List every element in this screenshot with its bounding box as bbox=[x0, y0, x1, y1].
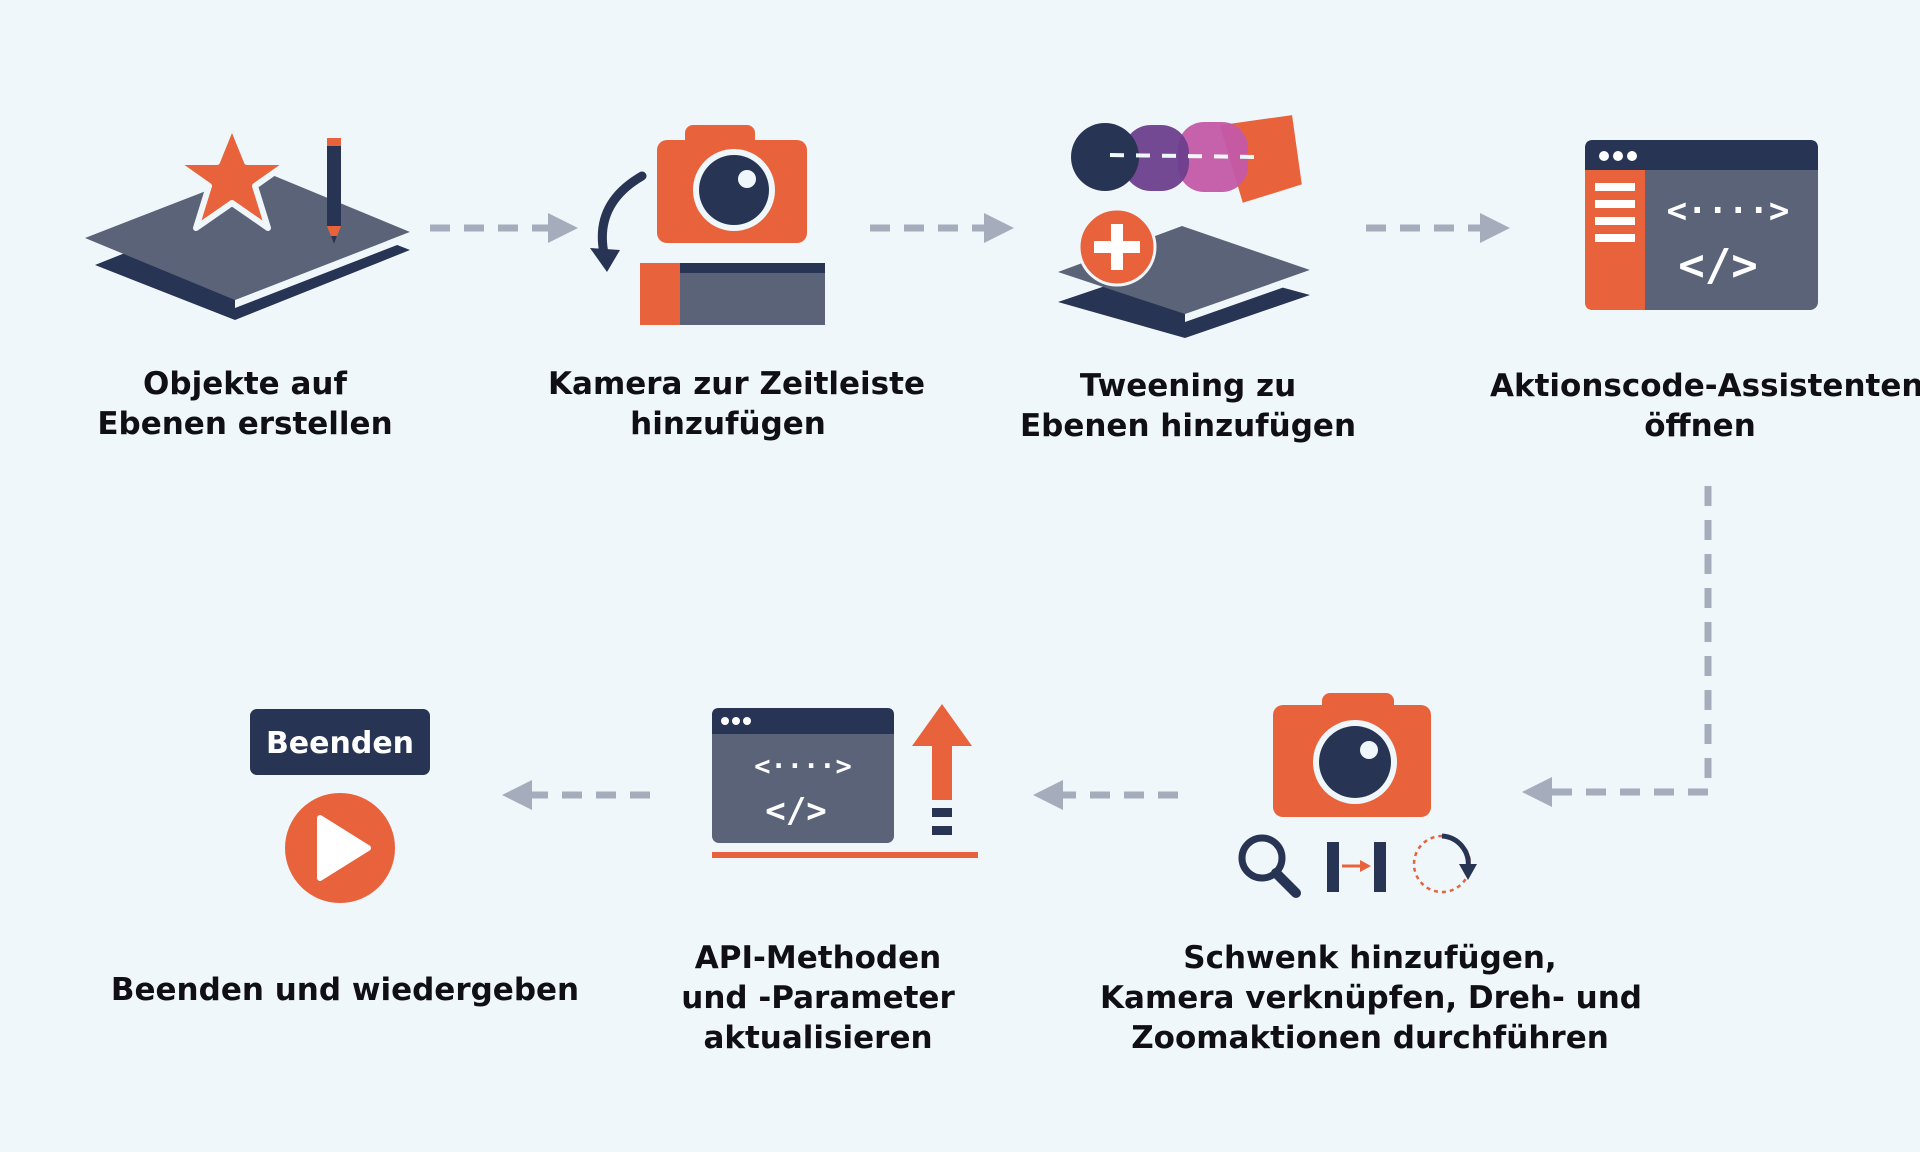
arrow-3-to-4-head bbox=[1480, 213, 1510, 243]
zoom-icon bbox=[1238, 834, 1301, 898]
arrow-5-to-6-head bbox=[1033, 780, 1063, 810]
connector-arrows bbox=[430, 213, 1712, 810]
svg-text:</>: </> bbox=[765, 791, 826, 831]
finish-badge: Beenden bbox=[250, 709, 430, 775]
plus-icon bbox=[1077, 207, 1157, 287]
step-label-line: Ebenen hinzufügen bbox=[1019, 408, 1357, 444]
step-4-label: Aktionscode-Assistenten öffnen bbox=[1490, 366, 1920, 446]
finish-badge-label: Beenden bbox=[266, 726, 414, 761]
step-label-line: hinzufügen bbox=[630, 406, 826, 442]
camera-timeline-icon bbox=[590, 125, 825, 325]
pencil-icon bbox=[327, 138, 341, 244]
layers-star-pencil-icon bbox=[85, 122, 410, 320]
step-label-line: Aktionscode-Assistenten bbox=[1490, 368, 1920, 404]
step-1-label: Objekte auf Ebenen erstellen bbox=[95, 364, 395, 444]
step-7-label: Beenden und wiedergeben bbox=[110, 970, 580, 1010]
arrow-1-to-2-head bbox=[548, 213, 578, 243]
step-5-label: Schwenk hinzufügen, Kamera verknüpfen, D… bbox=[1100, 938, 1642, 1058]
step-label-line: Kamera zur Zeitleiste bbox=[548, 366, 925, 402]
camera-pan-zoom-rotate-icon bbox=[1238, 693, 1477, 898]
arrow-2-to-3-head bbox=[984, 213, 1014, 243]
step-3-label: Tweening zu Ebenen hinzufügen bbox=[1018, 366, 1358, 446]
step-label-line: Tweening zu bbox=[1079, 368, 1297, 404]
step-6-label: API-Methoden und -Parameter aktualisiere… bbox=[660, 938, 976, 1058]
step-label-line: und -Parameter bbox=[681, 980, 955, 1016]
pan-icon bbox=[1327, 842, 1386, 892]
rotate-icon bbox=[1412, 833, 1477, 894]
step-label-line: API-Methoden bbox=[694, 940, 942, 976]
svg-text:<····>: <····> bbox=[1667, 191, 1790, 231]
upload-arrow-icon bbox=[912, 704, 972, 835]
svg-text:<····>: <····> bbox=[754, 751, 852, 782]
step-label-line: Beenden und wiedergeben bbox=[110, 972, 580, 1008]
play-button-icon[interactable] bbox=[285, 793, 395, 903]
svg-text:</>: </> bbox=[1678, 240, 1757, 291]
step-label-line: Schwenk hinzufügen, bbox=[1183, 940, 1557, 976]
step-label-line: Ebenen erstellen bbox=[97, 406, 393, 442]
star-icon bbox=[172, 122, 292, 231]
step-2-label: Kamera zur Zeitleiste hinzufügen bbox=[548, 364, 925, 444]
arrow-6-to-7-head bbox=[502, 780, 532, 810]
arrow-4-to-5-head bbox=[1522, 777, 1552, 807]
step-label-line: öffnen bbox=[1644, 408, 1756, 444]
arrow-4-to-5 bbox=[1550, 486, 1712, 796]
step-label-line: Kamera verknüpfen, Dreh- und bbox=[1100, 980, 1642, 1016]
step-label-line: aktualisieren bbox=[703, 1020, 933, 1056]
code-window-upload-icon: <····> </> bbox=[712, 704, 978, 858]
step-label-line: Objekte auf bbox=[143, 366, 347, 402]
rotate-arrow-icon bbox=[597, 171, 647, 263]
code-window-icon: <····> </> bbox=[1585, 140, 1818, 310]
step-label-line: Zoomaktionen durchführen bbox=[1131, 1020, 1609, 1056]
tweening-layers-icon bbox=[1058, 115, 1310, 338]
